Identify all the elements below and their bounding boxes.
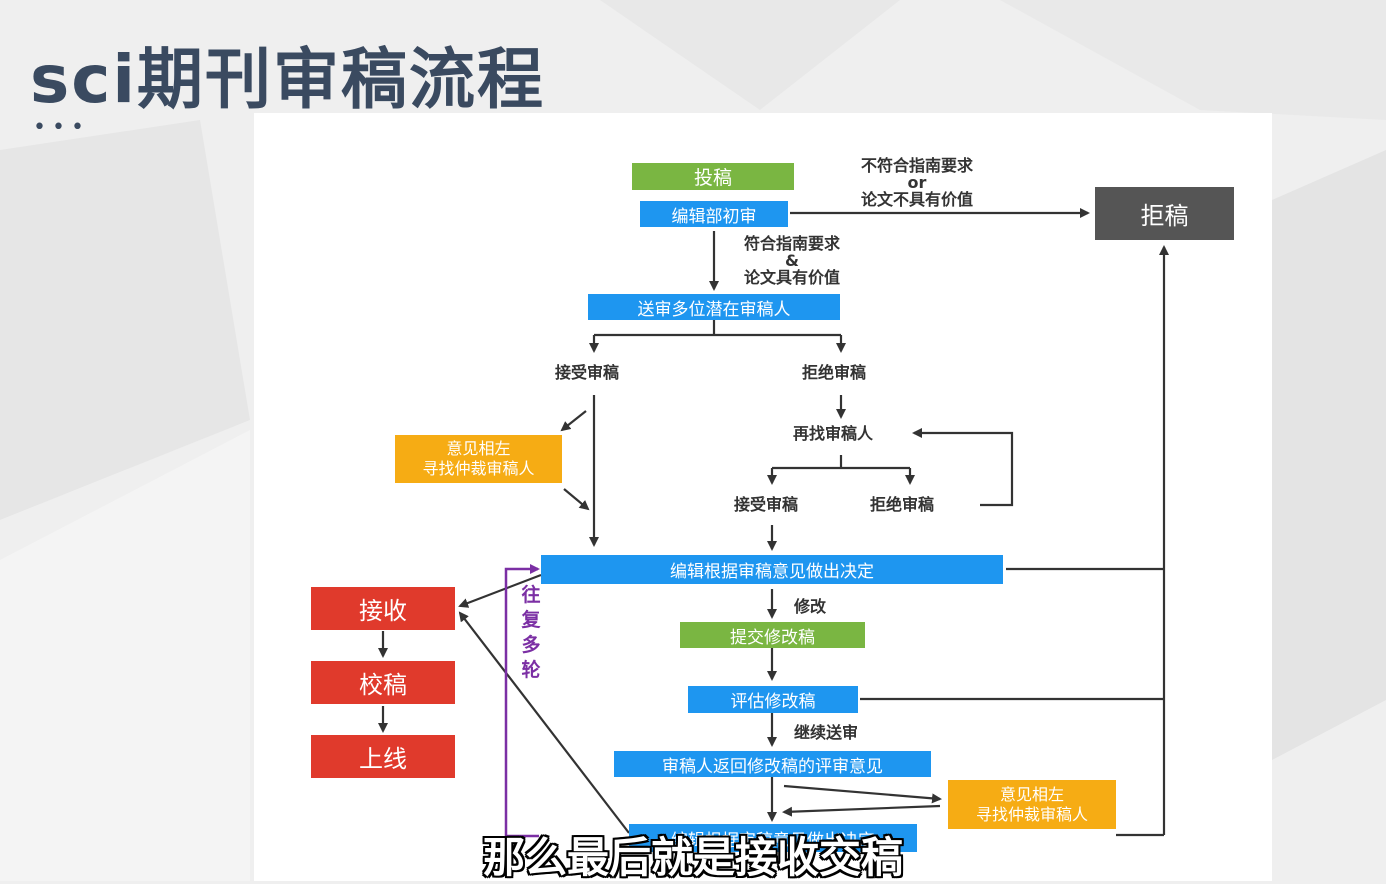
pass-condition-line-1: 符合指南要求 <box>743 234 840 253</box>
decline-review-2-label: 拒绝审稿 <box>870 495 935 514</box>
conflict-box-2: 意见相左 寻找仲裁审稿人 <box>948 780 1116 829</box>
arrow-to-conflict2 <box>783 784 942 804</box>
arrow-decline-loop <box>912 428 1014 507</box>
arrow-conflict-to-decision <box>563 488 590 511</box>
reviewer-return-box: 审稿人返回修改稿的评审意见 <box>614 751 931 777</box>
multi-round-loop <box>504 564 540 838</box>
slide-title: sci期刊审稿流程 <box>30 41 546 118</box>
conflict-box-1: 意见相左 寻找仲裁审稿人 <box>395 435 562 483</box>
flowchart-connectors <box>378 208 1169 838</box>
evaluate-revision-box: 评估修改稿 <box>688 686 858 713</box>
accept-review-2-label: 接受审稿 <box>734 495 799 514</box>
decline-review-label: 拒绝审稿 <box>802 363 867 382</box>
editor-decision-box: 编辑根据审稿意见做出决定 <box>541 555 1003 584</box>
pass-condition-label: 符合指南要求 & 论文具有价值 <box>724 235 860 286</box>
reject-box: 拒稿 <box>1095 187 1234 240</box>
pass-condition-line-3: 论文具有价值 <box>743 268 840 287</box>
multi-round-label: 往 复 多 轮 <box>516 583 546 683</box>
find-reviewer-label: 再找审稿人 <box>793 424 874 443</box>
flowchart-panel: 投稿 编辑部初审 拒稿 送审多位潜在审稿人 不符合指南要求 or 论文不具有价值… <box>254 113 1272 881</box>
continue-review-label: 继续送审 <box>794 723 859 742</box>
final-decision-box: 编辑根据审稿意见做出决定 <box>629 824 917 852</box>
multi-round-char-3: 多 <box>521 634 541 656</box>
pass-condition-line-2: & <box>785 251 799 270</box>
submit-box: 投稿 <box>632 163 794 190</box>
reject-condition-line-2: or <box>907 173 927 192</box>
arrow-final-to-accept <box>458 611 630 834</box>
proofread-box: 校稿 <box>311 661 455 704</box>
title-dots: ••• <box>33 115 90 140</box>
conflict-1-line-1: 意见相左 <box>446 439 511 458</box>
multi-round-char-4: 轮 <box>521 659 541 681</box>
online-box: 上线 <box>311 735 455 778</box>
revise-label: 修改 <box>794 597 827 616</box>
accept-box: 接收 <box>311 587 455 630</box>
send-review-box: 送审多位潜在审稿人 <box>588 294 840 320</box>
reject-condition-line-3: 论文不具有价值 <box>860 190 973 209</box>
submit-revision-box: 提交修改稿 <box>680 622 865 648</box>
accept-review-label: 接受审稿 <box>555 363 620 382</box>
reject-condition-label: 不符合指南要求 or 论文不具有价值 <box>842 157 992 208</box>
arrow-from-conflict2 <box>782 804 941 817</box>
multi-round-char-1: 往 <box>521 584 541 606</box>
initial-review-box: 编辑部初审 <box>640 201 788 227</box>
arrow-decision-to-accept <box>458 573 542 608</box>
multi-round-char-2: 复 <box>521 609 541 631</box>
conflict-2-line-1: 意见相左 <box>999 784 1064 804</box>
video-subtitle: 那么最后就是接收交稿 <box>482 833 903 882</box>
conflict-1-line-2: 寻找仲裁审稿人 <box>422 459 535 478</box>
conflict-2-line-2: 寻找仲裁审稿人 <box>975 804 1088 824</box>
reject-condition-line-1: 不符合指南要求 <box>860 156 973 175</box>
arrow-accept-to-conflict <box>560 410 587 432</box>
